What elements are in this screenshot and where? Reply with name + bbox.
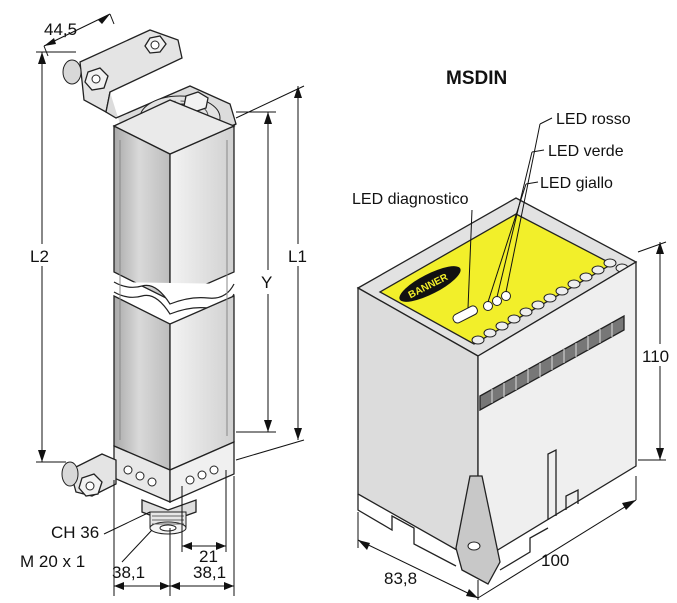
- msdin-module: MSDIN BANNER: [352, 68, 674, 600]
- led-diagnostic-label: LED diagnostico: [352, 191, 469, 208]
- dim-label-100: 100: [541, 551, 569, 570]
- dim-21: 21: [181, 470, 227, 566]
- dim-label-38-left: 38,1: [112, 563, 145, 582]
- led-leaders: [467, 117, 553, 309]
- bracket-bolt: [144, 35, 167, 54]
- dim-83-8: 83,8: [357, 512, 479, 600]
- cable-gland: [141, 499, 197, 535]
- dim-label-38-right: 38,1: [193, 563, 226, 582]
- dim-bracket-width: 44,5: [43, 13, 115, 57]
- dim-110: 110: [637, 241, 674, 461]
- dim-label-ch: CH 36: [51, 523, 99, 542]
- terminal-screws: [471, 258, 629, 345]
- dim-label-l1: L1: [288, 247, 307, 266]
- dim-100: 100: [477, 476, 637, 599]
- dim-y: Y: [236, 111, 278, 433]
- dim-label-thread: M 20 x 1: [20, 552, 85, 571]
- dim-label-l2: L2: [30, 247, 49, 266]
- dim-label-83-8: 83,8: [384, 569, 417, 588]
- light-column-device: 44,5 L2 Y L: [20, 13, 312, 596]
- vent-slots: [479, 314, 625, 412]
- status-leds: [483, 291, 511, 311]
- led-yellow-label: LED giallo: [540, 175, 613, 192]
- dim-38-pair: 38,1 38,1: [112, 476, 235, 596]
- bracket-bolt: [62, 59, 109, 91]
- dim-l1: L1: [235, 85, 312, 461]
- dim-ch36: CH 36: [51, 511, 151, 542]
- led-green-label: LED verde: [548, 143, 624, 160]
- connector-holes: [123, 465, 219, 487]
- led-red-label: LED rosso: [556, 111, 631, 128]
- diagnostic-led: [452, 305, 478, 324]
- mounting-foot: [455, 475, 501, 585]
- dim-label-y: Y: [261, 273, 272, 292]
- dim-label-110: 110: [642, 347, 669, 366]
- dim-thread: M 20 x 1: [20, 529, 153, 571]
- module-title: MSDIN: [446, 68, 507, 89]
- dim-label-bracket-width: 44,5: [44, 20, 77, 39]
- dim-label-21: 21: [199, 547, 218, 566]
- dim-l2: L2: [28, 51, 76, 463]
